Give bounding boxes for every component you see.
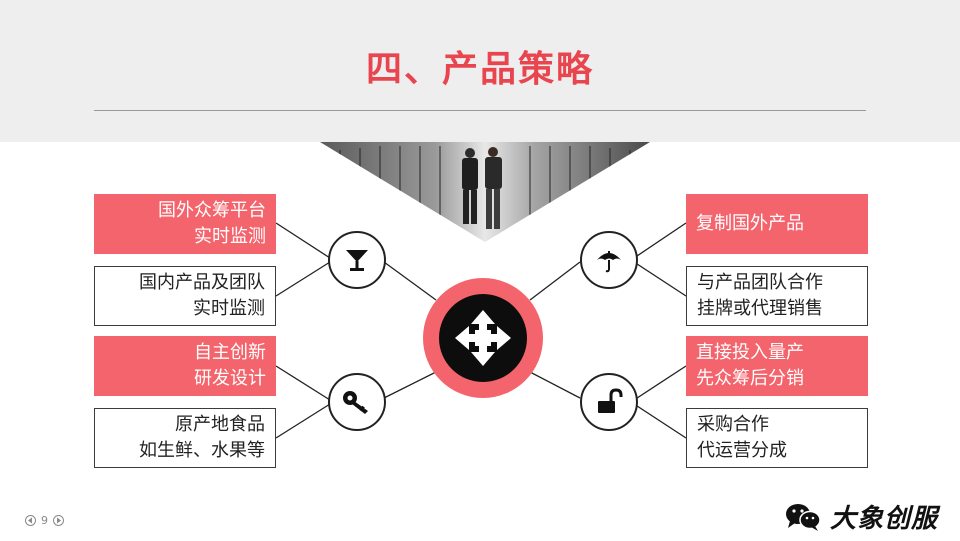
previous-slide-button[interactable]: [25, 515, 36, 526]
triangle-left-icon: [28, 517, 32, 524]
left-box-3: 自主创新 研发设计: [94, 336, 276, 396]
right-box-2: 与产品团队合作 挂牌或代理销售: [686, 266, 868, 326]
cocktail-glass-icon: [328, 231, 386, 289]
right-box-3: 直接投入量产 先众筹后分销: [686, 336, 868, 396]
page-number: 9: [41, 514, 48, 527]
brand-watermark: 大象创服: [784, 498, 938, 535]
center-hub: [423, 278, 543, 398]
slide-navigation: 9: [25, 514, 64, 527]
header-band: [0, 0, 960, 142]
left-box-2: 国内产品及团队 实时监测: [94, 266, 276, 326]
key-icon: [328, 373, 386, 431]
four-way-arrows-icon: [439, 294, 527, 382]
next-slide-button[interactable]: [53, 515, 64, 526]
umbrella-icon: [580, 231, 638, 289]
left-box-1: 国外众筹平台 实时监测: [94, 194, 276, 254]
triangle-right-icon: [57, 517, 61, 524]
unlocked-padlock-icon: [580, 373, 638, 431]
right-box-4: 采购合作 代运营分成: [686, 408, 868, 468]
title-divider: [94, 110, 866, 111]
page-title: 四、产品策略: [365, 49, 594, 90]
left-box-4: 原产地食品 如生鲜、水果等: [94, 408, 276, 468]
brand-name: 大象创服: [830, 504, 939, 534]
right-box-1: 复制国外产品: [686, 194, 868, 254]
wechat-icon: [786, 503, 821, 531]
